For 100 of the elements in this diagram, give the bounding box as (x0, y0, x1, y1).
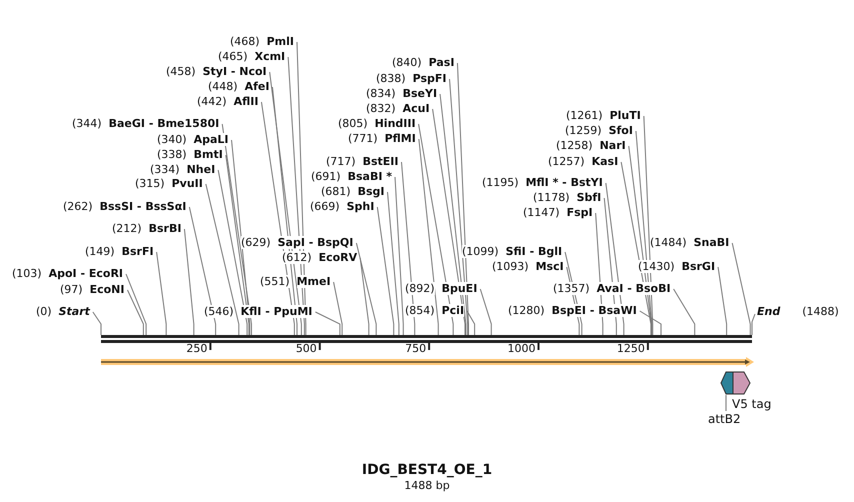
leader-line (126, 274, 147, 336)
enzyme-name: PasI (428, 56, 454, 69)
site-position: (262) (63, 200, 93, 213)
leader-line (314, 312, 340, 336)
site-position: (681) (321, 185, 351, 198)
tick-label: 250 (186, 342, 208, 355)
enzyme-name: SnaBI (694, 236, 730, 249)
site-position: (669) (310, 200, 340, 213)
leader-line (156, 252, 167, 336)
enzyme-name: SfiI - BglI (506, 245, 562, 258)
site-position: (691) (311, 170, 341, 183)
enzyme-name: AflII (234, 95, 258, 108)
enzyme-name: PmlI (266, 35, 294, 48)
site-position: (1280) (508, 304, 545, 317)
site-position: (344) (72, 117, 102, 130)
site-position: (442) (197, 95, 227, 108)
feature-marker (720, 372, 734, 394)
enzyme-name: BsrGI (682, 260, 716, 273)
leader-line (480, 288, 492, 336)
leader-line (628, 146, 652, 336)
site-position: (1488) (802, 305, 839, 318)
leader-line (639, 310, 662, 336)
leader-line (222, 124, 252, 336)
enzyme-name: NheI (186, 163, 216, 176)
site-position: (315) (135, 177, 165, 190)
leader-line (184, 228, 194, 336)
enzyme-name: StyI - NcoI (202, 65, 267, 78)
enzyme-name: AvaI - BsoBI (596, 282, 671, 295)
leader-line (732, 242, 751, 336)
enzyme-name: AcuI (402, 102, 430, 115)
enzyme-name: BsrBI (148, 222, 182, 235)
leader-line (718, 266, 728, 336)
enzyme-name: BsgI (358, 185, 384, 198)
leader-line (466, 310, 476, 336)
enzyme-name: ApaLI (194, 133, 229, 146)
leader-line (432, 108, 466, 336)
leader-line (225, 154, 250, 336)
end-label: Start (58, 305, 90, 318)
enzyme-name: PspFI (412, 72, 446, 85)
site-position: (834) (366, 87, 396, 100)
feature-label: V5 tag (732, 397, 772, 411)
site-position: (468) (230, 35, 260, 48)
enzyme-name: BspEI - BsaWI (552, 304, 637, 317)
enzyme-name: PciI (442, 304, 464, 317)
site-position: (0) (36, 305, 52, 318)
leader-line (356, 242, 377, 336)
leader-line (126, 290, 144, 336)
enzyme-name: MscI (536, 260, 564, 273)
sequence-length: 1488 bp (403, 479, 451, 492)
site-position: (97) (60, 283, 83, 296)
leader-line (440, 94, 466, 336)
site-position: (629) (241, 236, 271, 249)
leader-line (752, 314, 756, 336)
enzyme-name: EcoRV (318, 251, 358, 264)
feature-label: attB2 (708, 412, 741, 426)
site-position: (832) (366, 102, 396, 115)
site-position: (854) (405, 304, 435, 317)
site-position: (892) (405, 282, 435, 295)
enzyme-name: BseYI (402, 87, 438, 100)
enzyme-name: AfeI (244, 80, 270, 93)
site-position: (1261) (566, 109, 603, 122)
site-position: (771) (348, 132, 378, 145)
enzyme-name: BssSI - BssSαI (100, 200, 186, 213)
leader-line (643, 116, 654, 336)
leader-line (394, 176, 404, 336)
leader-line (360, 258, 370, 336)
site-position: (717) (326, 155, 356, 168)
site-position: (1259) (565, 124, 602, 137)
leader-line (635, 130, 652, 336)
enzyme-name: BsrFI (122, 245, 154, 258)
enzyme-name: MmeI (296, 275, 331, 288)
map-title: IDG_BEST4_OE_1 (360, 462, 494, 478)
end-label: End (757, 305, 780, 318)
enzyme-name: PvuII (172, 177, 203, 190)
site-position: (212) (112, 222, 142, 235)
leader-line (205, 184, 240, 336)
enzyme-name: SphI (346, 200, 374, 213)
site-position: (448) (208, 80, 238, 93)
enzyme-name: HindIII (374, 117, 416, 130)
enzyme-name: PluTI (610, 109, 641, 122)
site-position: (1430) (638, 260, 675, 273)
leader-line (449, 78, 468, 336)
enzyme-name: XcmI (254, 50, 286, 63)
tick-label: 750 (405, 342, 426, 355)
site-position: (1147) (523, 206, 560, 219)
enzyme-name: BaeGI - Bme1580I (108, 117, 220, 130)
site-position: (1484) (650, 236, 687, 249)
site-position: (840) (392, 56, 422, 69)
site-position: (458) (166, 65, 196, 78)
enzyme-name: BsaBI * (348, 170, 392, 183)
enzyme-name: BmtI (194, 148, 223, 161)
leader-line (188, 206, 216, 336)
site-position: (1099) (462, 245, 499, 258)
site-position: (1357) (553, 282, 590, 295)
enzyme-name: NarI (600, 139, 626, 152)
site-position: (338) (157, 148, 187, 161)
site-position: (103) (12, 267, 42, 280)
site-position: (465) (218, 50, 248, 63)
enzyme-name: PflMI (384, 132, 416, 145)
tick-label: 1000 (508, 342, 536, 355)
